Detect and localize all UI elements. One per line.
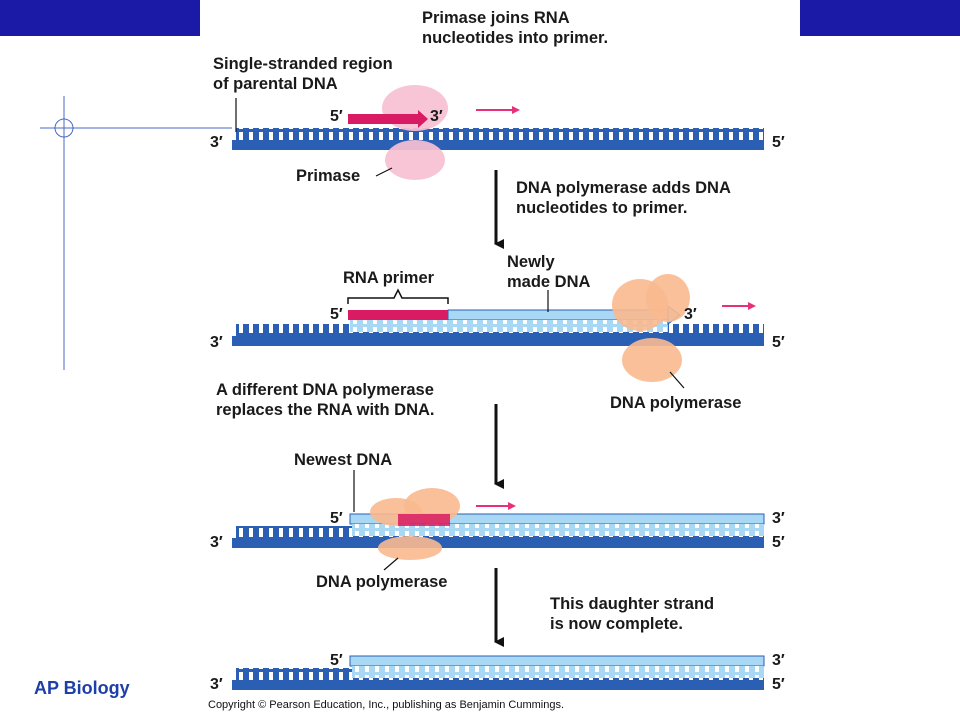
step3-caption-line1: A different DNA polymerase [216, 381, 434, 399]
primase-leader [375, 167, 393, 177]
step4-parental-strand [232, 680, 764, 690]
step1-end-top-left: 5′ [330, 108, 343, 125]
step3-polymerase-leader [383, 557, 399, 571]
rna-primer-brace [347, 288, 449, 304]
step2-caption: DNA polymerase adds DNA nucleotides to p… [516, 178, 731, 218]
single-strand-label: Single-stranded region of parental DNA [213, 54, 393, 94]
step3-end-bottom-right: 5′ [772, 534, 785, 551]
step2-caption-line1: DNA polymerase adds DNA [516, 179, 731, 197]
dna-polymerase-enzyme-c [622, 338, 682, 382]
step3-remaining-primer [398, 514, 450, 526]
header-bar-right [800, 0, 960, 36]
step2-polymerase-label: DNA polymerase [610, 394, 742, 412]
step3-daughter-teeth [352, 524, 764, 536]
step3-caption: A different DNA polymerase replaces the … [216, 380, 435, 420]
step2-parental-strand [232, 336, 764, 346]
course-footer: AP Biology [34, 678, 130, 698]
step2-end-top-right: 3′ [684, 306, 697, 323]
step4-end-bottom-left: 3′ [210, 676, 223, 693]
rna-primer-label: RNA primer [343, 269, 435, 287]
step1-end-bottom-left: 3′ [210, 134, 223, 151]
step3-group [232, 470, 765, 647]
step2-top-teeth [350, 320, 668, 332]
step3-end-top-right: 3′ [772, 510, 785, 527]
step3-end-top-left: 5′ [330, 510, 343, 527]
step4-end-top-left: 5′ [330, 652, 343, 669]
newly-made-dna-label: Newly made DNA [507, 252, 590, 292]
step2-direction-arrowhead [748, 302, 756, 310]
copyright-notice: Copyright © Pearson Education, Inc., pub… [208, 699, 565, 711]
step2-end-top-left: 5′ [330, 306, 343, 323]
template-crosshair-circle [54, 118, 74, 138]
step3-polymerase-label: DNA polymerase [316, 573, 448, 591]
single-strand-label-line1: Single-stranded region [213, 55, 393, 73]
step3-polymerase-bottom [378, 536, 442, 560]
step4-end-top-right: 3′ [772, 652, 785, 669]
step2-caption-line2: nucleotides to primer. [516, 199, 688, 217]
newest-dna-label: Newest DNA [294, 451, 393, 469]
step1-group [232, 85, 764, 249]
header-bar-left [0, 0, 200, 36]
step4-group [232, 655, 765, 690]
step4-caption-line2: is now complete. [550, 615, 683, 633]
primase-label: Primase [296, 167, 361, 185]
primase-enzyme-bottom [385, 140, 445, 180]
step1-parental-strand [232, 140, 764, 150]
step1-caption-line1: Primase joins RNA [422, 9, 570, 27]
step3-parental-strand [232, 538, 764, 548]
step2-end-bottom-left: 3′ [210, 334, 223, 351]
step1-direction-arrowhead [512, 106, 520, 114]
step3-end-bottom-left: 3′ [210, 534, 223, 551]
step1-parental-teeth [236, 128, 764, 140]
step1-rna-primer [348, 114, 418, 124]
step1-end-top-right: 3′ [430, 108, 443, 125]
step4-daughter-strand [349, 655, 765, 667]
newly-made-dna-line1: Newly [507, 253, 555, 271]
dna-polymerase-enzyme-b [646, 274, 690, 322]
step1-end-bottom-right: 5′ [772, 134, 785, 151]
step3-direction-arrowhead [508, 502, 516, 510]
step1-caption: Primase joins RNA nucleotides into prime… [422, 8, 608, 48]
step2-end-bottom-right: 5′ [772, 334, 785, 351]
step4-end-bottom-right: 5′ [772, 676, 785, 693]
step1-caption-line2: nucleotides into primer. [422, 29, 609, 47]
step2-polymerase-leader [669, 371, 685, 389]
step4-caption-line1: This daughter strand [550, 595, 715, 613]
step2-group [232, 274, 764, 489]
step1-primer-arrowhead [418, 110, 428, 128]
newly-made-dna-line2: made DNA [507, 273, 591, 291]
single-strand-label-line2: of parental DNA [213, 75, 338, 93]
step3-caption-line2: replaces the RNA with DNA. [216, 401, 435, 419]
step4-daughter-teeth [352, 666, 764, 678]
step2-rna-primer [348, 310, 448, 320]
step4-caption: This daughter strand is now complete. [550, 594, 714, 634]
